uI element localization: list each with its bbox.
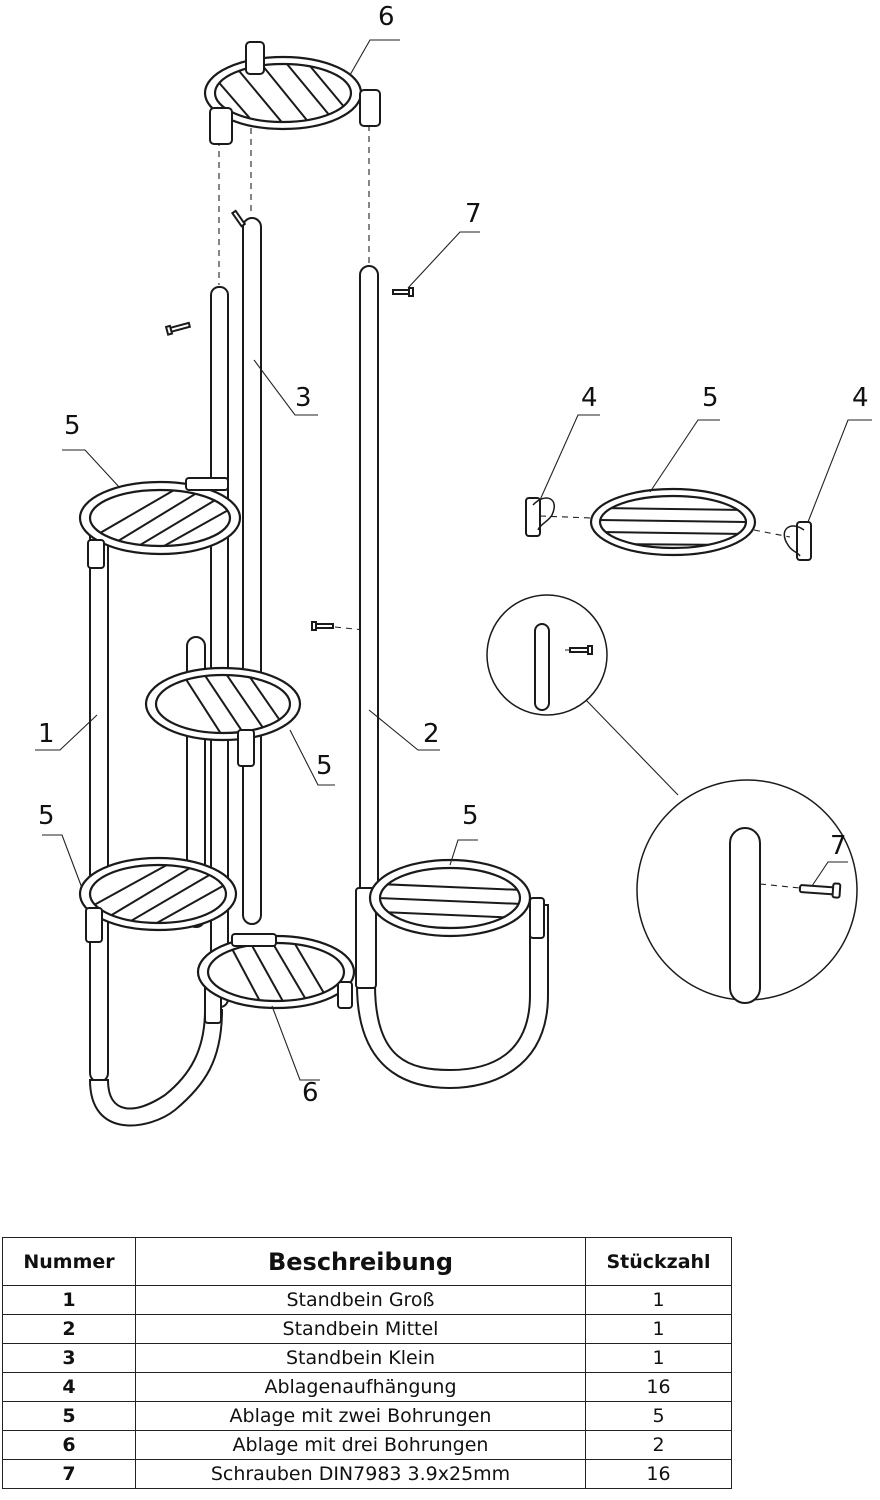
leg-large [88,521,224,1127]
callout-5-middle: 5 [316,751,333,781]
zoom-detail [486,594,858,1004]
header-number: Nummer [2,1237,136,1286]
row-description: Standbein Groß [135,1285,586,1315]
table-row: 5 Ablage mit zwei Bohrungen 5 [2,1401,732,1431]
row-count: 5 [585,1401,732,1431]
bottom-shelf [196,933,356,1010]
callout-7-detail: 7 [830,831,847,861]
row-count: 16 [585,1459,732,1489]
table-row: 1 Standbein Groß 1 [2,1285,732,1315]
callout-5-right: 5 [462,801,479,831]
row-description: Schrauben DIN7983 3.9x25mm [135,1459,586,1489]
callout-2: 2 [423,719,440,749]
row-count: 1 [585,1314,732,1344]
row-number: 6 [2,1430,136,1460]
header-count: Stückzahl [585,1237,732,1286]
row-description: Ablage mit zwei Bohrungen [135,1401,586,1431]
table-header-row: Nummer Beschreibung Stückzahl [2,1237,732,1286]
row-count: 16 [585,1372,732,1402]
row-number: 3 [2,1343,136,1373]
row-number: 4 [2,1372,136,1402]
table-row: 4 Ablagenaufhängung 16 [2,1372,732,1402]
callout-labels: 6 7 3 5 4 5 4 1 5 2 5 5 7 6 [38,2,869,1108]
leader-lines [35,39,872,1081]
shelf-upper-left [78,477,242,569]
shelf-bracket-detail [525,487,812,561]
row-count: 1 [585,1285,732,1315]
table-row: 7 Schrauben DIN7983 3.9x25mm 16 [2,1459,732,1489]
shelf-right [368,858,545,939]
table-row: 2 Standbein Mittel 1 [2,1314,732,1344]
callout-6-top: 6 [378,2,395,32]
callout-5-detail: 5 [702,383,719,413]
table-row: 6 Ablage mit drei Bohrungen 2 [2,1430,732,1460]
callout-6-bottom: 6 [302,1078,319,1108]
row-number: 7 [2,1459,136,1489]
shelf-lower-left [78,856,238,1024]
callout-5-upper: 5 [64,411,81,441]
callout-5-lower: 5 [38,801,55,831]
leg-medium [355,265,549,1090]
screws [164,209,593,655]
row-number: 5 [2,1401,136,1431]
alignment-lines [218,95,801,889]
callout-4-right: 4 [852,383,869,413]
shelf-middle [144,666,302,767]
callout-4-left: 4 [581,383,598,413]
callout-3: 3 [295,383,312,413]
parts-table: Nummer Beschreibung Stückzahl 1 Standbei… [2,1237,732,1489]
row-number: 1 [2,1285,136,1315]
row-description: Ablage mit drei Bohrungen [135,1430,586,1460]
header-description: Beschreibung [135,1237,586,1286]
assembly-drawing: 6 7 3 5 4 5 4 1 5 2 5 5 7 6 [35,2,872,1127]
row-description: Standbein Klein [135,1343,586,1373]
row-description: Ablagenaufhängung [135,1372,586,1402]
row-description: Standbein Mittel [135,1314,586,1344]
row-count: 2 [585,1430,732,1460]
callout-7-top: 7 [465,199,482,229]
callout-1: 1 [38,719,55,749]
top-shelf [203,41,381,145]
table-row: 3 Standbein Klein 1 [2,1343,732,1373]
row-count: 1 [585,1343,732,1373]
row-number: 2 [2,1314,136,1344]
